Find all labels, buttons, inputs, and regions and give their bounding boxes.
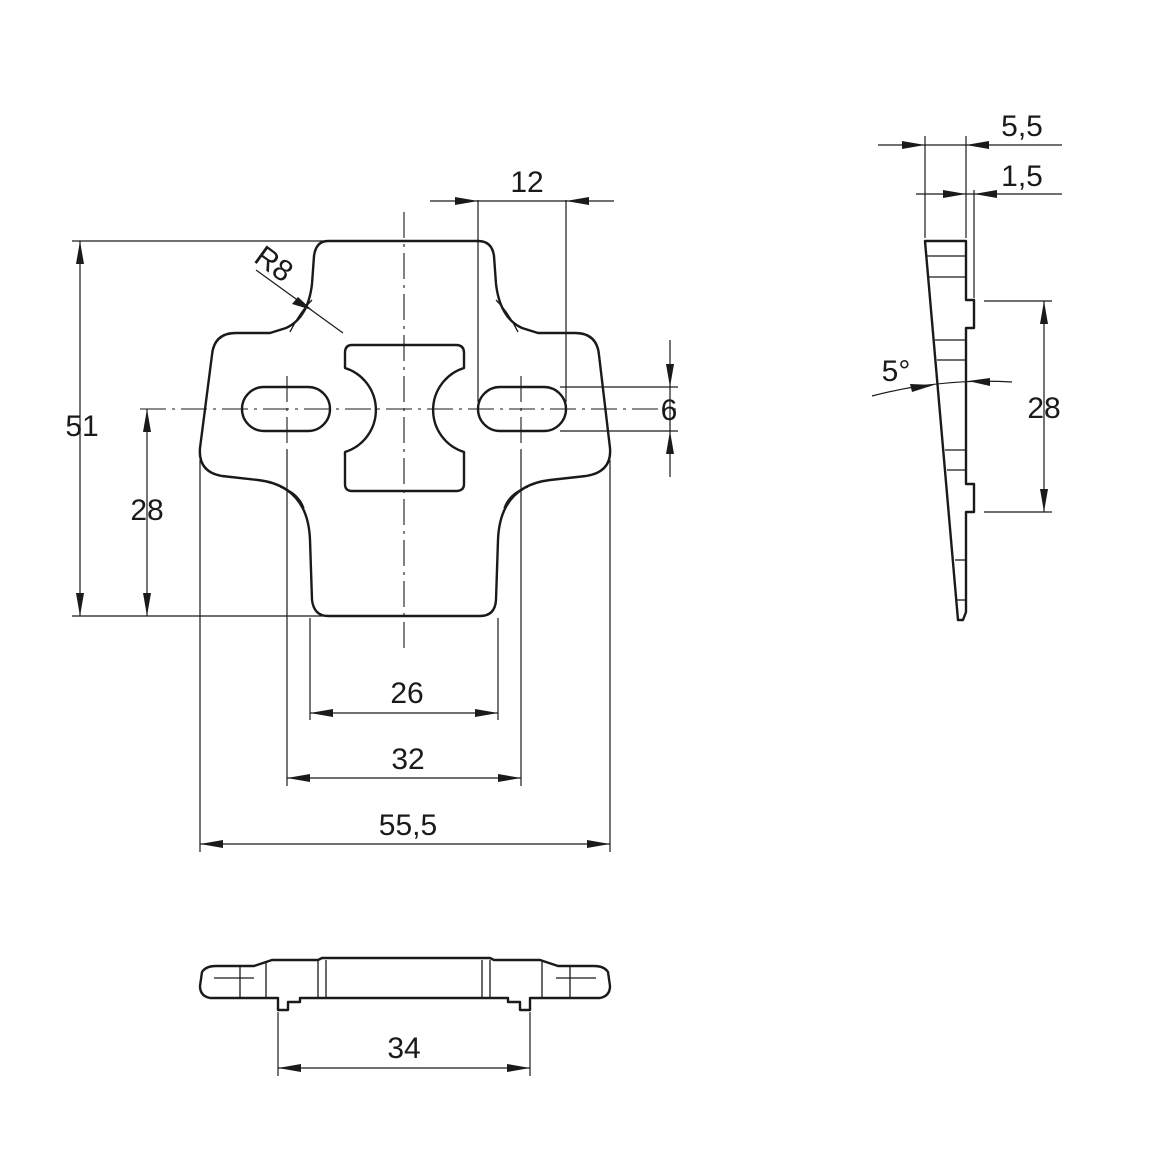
dim-label-34: 34 xyxy=(387,1032,420,1065)
dim-label-26: 26 xyxy=(390,677,423,710)
dim-label-1-5: 1,5 xyxy=(1001,160,1043,193)
bottom-view: 34 xyxy=(198,956,612,1076)
dim-label-32: 32 xyxy=(391,743,424,776)
side-view: 5,5 1,5 5° 28 xyxy=(871,110,1062,622)
dim-label-51: 51 xyxy=(65,410,98,443)
plate-outline xyxy=(198,239,612,618)
fillet-hint xyxy=(289,299,313,333)
dim-label-r8: R8 xyxy=(248,240,298,289)
front-view: 51 28 R8 12 xyxy=(65,166,678,852)
dim-label-55-5: 55,5 xyxy=(379,809,437,842)
dimension-6: 6 xyxy=(560,340,678,477)
side-profile xyxy=(923,239,976,622)
center-window xyxy=(343,343,466,493)
dim-label-5-5: 5,5 xyxy=(1001,110,1043,143)
fillet-hint xyxy=(279,486,305,509)
dimension-angle: 5° xyxy=(871,355,1013,397)
dimension-32: 32 xyxy=(286,450,522,786)
fillet-hint xyxy=(503,486,529,509)
dimension-r8: R8 xyxy=(248,240,344,334)
dimension-34: 34 xyxy=(277,1012,531,1076)
fillet-hint xyxy=(495,299,519,333)
dimension-26: 26 xyxy=(309,618,499,720)
dim-label-28-left: 28 xyxy=(130,494,163,527)
dim-label-6: 6 xyxy=(661,394,678,427)
dimension-28-left: 28 xyxy=(130,409,164,616)
dimension-5-5: 5,5 xyxy=(878,110,1062,238)
bottom-profile xyxy=(198,956,612,1012)
dim-label-angle: 5° xyxy=(882,355,911,388)
dim-label-28-side: 28 xyxy=(1027,392,1060,425)
dimension-51: 51 xyxy=(65,240,326,617)
dimension-12: 12 xyxy=(430,166,614,402)
dimension-1-5: 1,5 xyxy=(916,160,1062,298)
dimension-28-side: 28 xyxy=(984,300,1061,513)
dim-label-12: 12 xyxy=(510,166,543,199)
dimension-55-5: 55,5 xyxy=(199,460,611,852)
